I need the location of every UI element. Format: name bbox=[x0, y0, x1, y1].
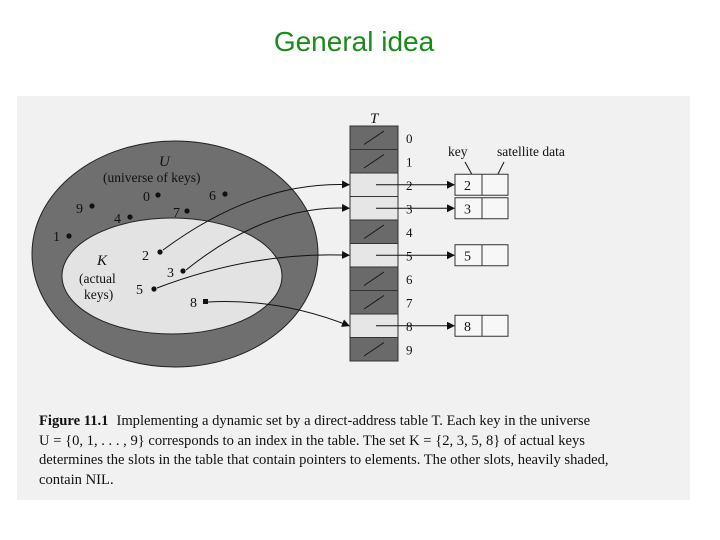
slot-index: 0 bbox=[406, 131, 413, 146]
nil-slash bbox=[363, 342, 385, 357]
key-to-slot-arrow bbox=[162, 180, 350, 251]
element-list: 2 3 5 8 bbox=[376, 173, 509, 337]
slot-index: 4 bbox=[406, 225, 413, 240]
actual-key: 8 bbox=[190, 296, 197, 311]
slot-index: 7 bbox=[406, 295, 413, 310]
caption-line-2: U = {0, 1, . . . , 9} corresponds to an … bbox=[39, 432, 585, 449]
key-to-slot-arrow bbox=[207, 301, 350, 327]
nil-slash bbox=[363, 154, 385, 169]
key-dot bbox=[89, 203, 95, 209]
figure-caption: Figure 11.1 Implementing a dynamic set by… bbox=[39, 412, 679, 490]
key-dot bbox=[184, 208, 190, 214]
actual-key: 3 bbox=[167, 266, 174, 281]
universe-key: 1 bbox=[53, 230, 60, 245]
nil-slash bbox=[363, 271, 385, 286]
universe-key: 0 bbox=[143, 190, 150, 205]
nil-slash bbox=[363, 224, 385, 239]
element-key: 5 bbox=[464, 249, 471, 264]
key-dot bbox=[127, 214, 133, 220]
element-key: 3 bbox=[464, 202, 471, 217]
key-dot bbox=[151, 286, 157, 292]
key-to-slot-arrow bbox=[185, 203, 350, 271]
figure-label: Figure 11.1 bbox=[39, 413, 109, 429]
slot-index: 9 bbox=[406, 342, 413, 357]
direct-address-diagram: U (universe of keys) 0 6 9 7 4 1 K (actu… bbox=[31, 111, 565, 368]
element-key: 8 bbox=[464, 320, 471, 335]
actual-key: 2 bbox=[142, 249, 149, 264]
element-key: 2 bbox=[464, 179, 471, 194]
caption-nil: NIL. bbox=[85, 471, 114, 488]
key-dot bbox=[222, 191, 228, 197]
universe-key: 9 bbox=[76, 202, 83, 217]
actual-keys-ellipse bbox=[61, 217, 283, 335]
slot-index: 6 bbox=[406, 272, 413, 287]
col-key-label: key bbox=[448, 144, 468, 159]
nil-slash bbox=[363, 295, 385, 310]
key-dot bbox=[66, 233, 72, 239]
key-to-slot-arrow bbox=[156, 250, 350, 289]
key-dot bbox=[180, 268, 186, 274]
key-dot bbox=[155, 192, 161, 198]
universe-label: (universe of keys) bbox=[103, 170, 200, 185]
universe-key: 6 bbox=[209, 189, 216, 204]
universe-symbol: U bbox=[159, 154, 171, 170]
col-satellite-label: satellite data bbox=[497, 144, 565, 159]
actual-keys-symbol: K bbox=[96, 253, 108, 269]
universe-key: 7 bbox=[173, 206, 180, 221]
caption-line-1: Figure 11.1 Implementing a dynamic set by… bbox=[39, 412, 679, 432]
key-dot bbox=[157, 249, 163, 255]
actual-keys-label-1: (actual bbox=[79, 271, 116, 286]
caption-text-1: Implementing a dynamic set by a direct-a… bbox=[116, 413, 591, 429]
figure-panel: U (universe of keys) 0 6 9 7 4 1 K (actu… bbox=[17, 96, 690, 500]
actual-key: 5 bbox=[136, 283, 143, 298]
hash-table: 0123456789 bbox=[349, 125, 413, 362]
key-dot bbox=[203, 299, 208, 304]
caption-text-4: contain bbox=[39, 471, 82, 488]
nil-slash bbox=[363, 130, 385, 145]
slide-title: General idea bbox=[273, 26, 435, 57]
slot-index: 1 bbox=[406, 154, 413, 169]
table-label: T bbox=[370, 111, 380, 127]
key-pointer-arrows bbox=[156, 180, 350, 327]
caption-line-4: contain NIL. bbox=[39, 471, 679, 491]
universe-key: 4 bbox=[114, 212, 121, 227]
caption-line-3: determines the slots in the table that c… bbox=[39, 452, 609, 468]
actual-keys-label-2: keys) bbox=[84, 287, 113, 302]
